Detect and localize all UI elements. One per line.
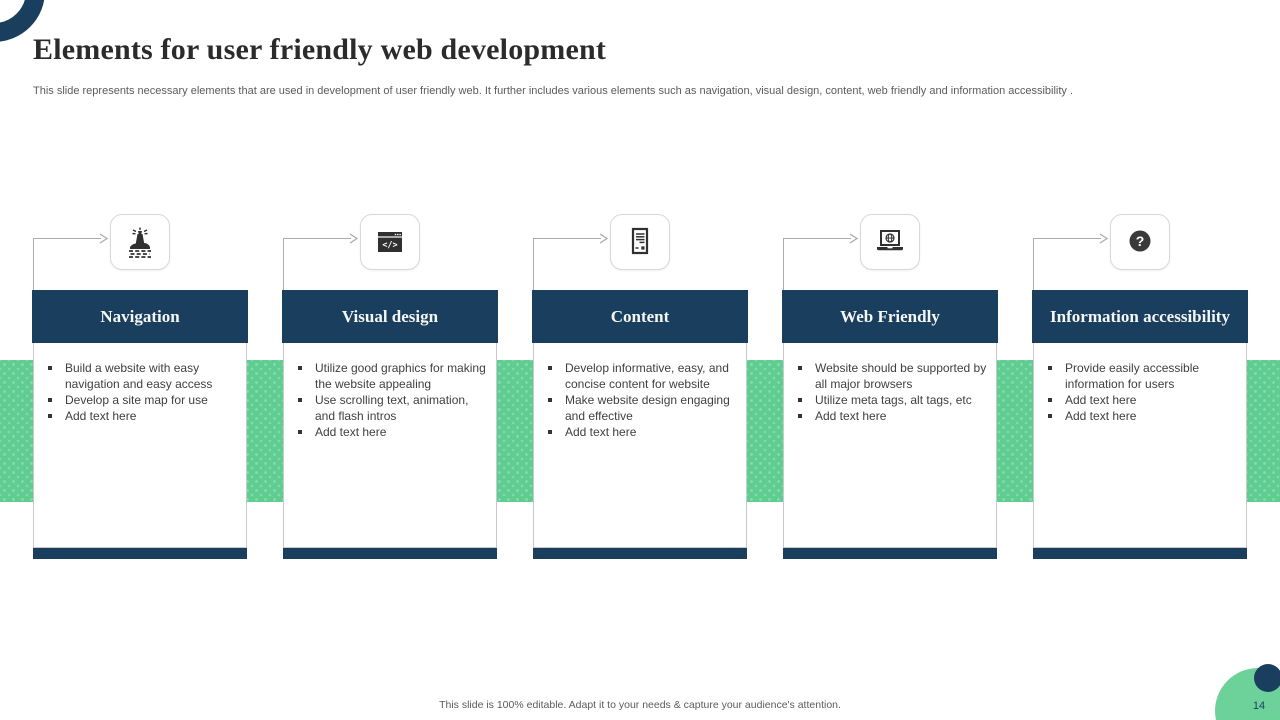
connector-line-horizontal xyxy=(533,238,601,239)
code-window-icon: </> xyxy=(378,232,402,252)
bullet-item: Use scrolling text, animation, and flash… xyxy=(296,392,488,424)
bullet-item: Website should be supported by all major… xyxy=(796,360,988,392)
bullet-list: Build a website with easy navigation and… xyxy=(46,360,238,424)
arrowhead-icon xyxy=(599,233,609,244)
bullet-item: Develop informative, easy, and concise c… xyxy=(546,360,738,392)
page-number: 14 xyxy=(1252,700,1266,712)
bullet-item: Utilize meta tags, alt tags, etc xyxy=(796,392,988,408)
card-title-navigation: Navigation xyxy=(32,290,248,343)
card-title-web-friendly: Web Friendly xyxy=(782,290,998,343)
bullet-list: Provide easily accessible information fo… xyxy=(1046,360,1238,424)
connector-line-horizontal xyxy=(1033,238,1101,239)
bullet-list: Utilize good graphics for making the web… xyxy=(296,360,488,440)
bullet-item: Add text here xyxy=(546,424,738,440)
bullet-item: Provide easily accessible information fo… xyxy=(1046,360,1238,392)
laptop-globe-icon xyxy=(877,230,903,251)
page-title: Elements for user friendly web developme… xyxy=(33,33,607,66)
bullet-item: Utilize good graphics for making the web… xyxy=(296,360,488,392)
card-bottom-bar xyxy=(783,548,997,559)
slide-description: This slide represents necessary elements… xyxy=(33,85,1074,97)
card-content: Content Develop informative, easy, and c… xyxy=(532,0,748,720)
arrowhead-icon xyxy=(99,233,109,244)
card-bottom-bar xyxy=(533,548,747,559)
icon-box xyxy=(610,214,670,270)
bullet-item: Develop a site map for use xyxy=(46,392,238,408)
card-bottom-bar xyxy=(1033,548,1247,559)
arrowhead-icon xyxy=(349,233,359,244)
icon-box xyxy=(860,214,920,270)
card-body: Develop informative, easy, and concise c… xyxy=(533,343,747,548)
svg-text:?: ? xyxy=(1136,233,1145,249)
bullet-item: Add text here xyxy=(1046,408,1238,424)
connector-line-vertical xyxy=(33,238,34,290)
card-body: Utilize good graphics for making the web… xyxy=(283,343,497,548)
connector-line-vertical xyxy=(283,238,284,290)
card-bottom-bar xyxy=(283,548,497,559)
bullet-item: Add text here xyxy=(296,424,488,440)
connector-line-horizontal xyxy=(783,238,851,239)
connector-line-vertical xyxy=(533,238,534,290)
connector-line-vertical xyxy=(783,238,784,290)
svg-text:</>: </> xyxy=(382,241,397,251)
icon-box: ? xyxy=(1110,214,1170,270)
connector-line-vertical xyxy=(1033,238,1034,290)
card-web-friendly: Web Friendly Website should be supported… xyxy=(782,0,998,720)
card-title-content: Content xyxy=(532,290,748,343)
editable-note: This slide is 100% editable. Adapt it to… xyxy=(439,699,841,711)
arrowhead-icon xyxy=(1099,233,1109,244)
corner-navy-circle xyxy=(1254,664,1280,692)
document-icon xyxy=(631,227,649,255)
bullet-item: Add text here xyxy=(1046,392,1238,408)
question-mark-icon: ? xyxy=(1129,230,1151,252)
card-title-visual-design: Visual design xyxy=(282,290,498,343)
card-body: Build a website with easy navigation and… xyxy=(33,343,247,548)
card-information-accessibility: ? Information accessibility Provide easi… xyxy=(1032,0,1248,720)
bullet-list: Website should be supported by all major… xyxy=(796,360,988,424)
connector-line-horizontal xyxy=(283,238,351,239)
card-title-information-accessibility: Information accessibility xyxy=(1032,290,1248,343)
card-body: Provide easily accessible information fo… xyxy=(1033,343,1247,548)
card-bottom-bar xyxy=(33,548,247,559)
bullet-item: Make website design engaging and effecti… xyxy=(546,392,738,424)
icon-box: </> xyxy=(360,214,420,270)
card-navigation: Navigation Build a website with easy nav… xyxy=(32,0,248,720)
card-visual-design: </> Visual design Utilize good graphics … xyxy=(282,0,498,720)
lighthouse-icon xyxy=(129,227,151,258)
bullet-item: Add text here xyxy=(46,408,238,424)
icon-box xyxy=(110,214,170,270)
arrowhead-icon xyxy=(849,233,859,244)
connector-line-horizontal xyxy=(33,238,101,239)
bullet-item: Build a website with easy navigation and… xyxy=(46,360,238,392)
bullet-item: Add text here xyxy=(796,408,988,424)
card-body: Website should be supported by all major… xyxy=(783,343,997,548)
bullet-list: Develop informative, easy, and concise c… xyxy=(546,360,738,440)
